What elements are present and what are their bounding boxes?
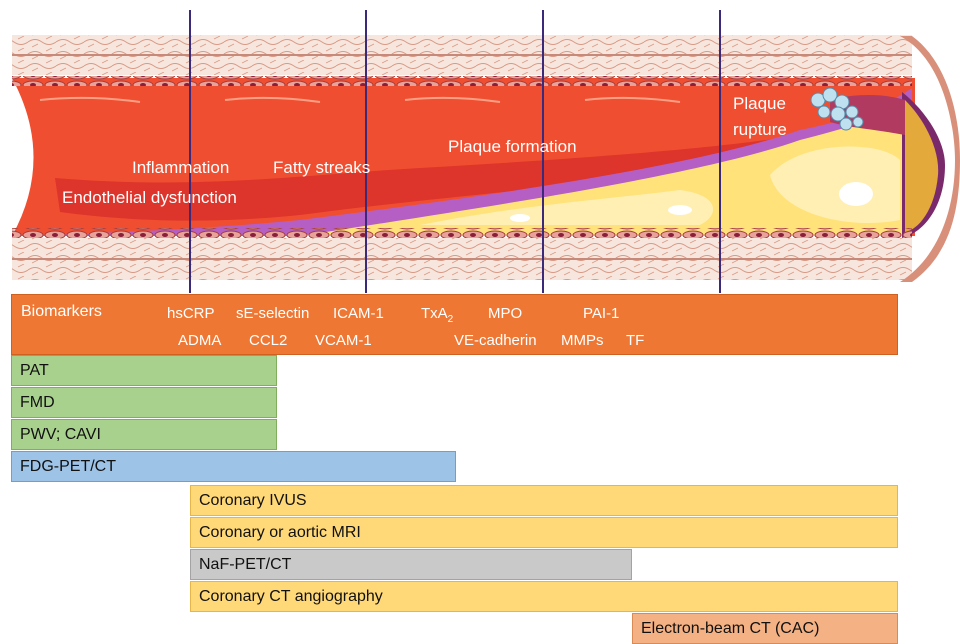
biomarkers-title: Biomarkers — [21, 303, 102, 320]
stage-dividers — [189, 10, 721, 293]
stage-label-plaque-formation: Plaque formation — [448, 137, 577, 156]
biomarker-tf: TF — [626, 332, 645, 349]
biomarker-adma: ADMA — [178, 332, 222, 349]
modality-fmd: FMD — [11, 387, 277, 418]
biomarker-txa2: TxA2 — [421, 305, 454, 325]
modality-ebct-cac: Electron-beam CT (CAC) — [632, 613, 898, 644]
modality-coronary-ivus: Coronary IVUS — [190, 485, 898, 516]
biomarker-ve-cadherin: VE-cadherin — [454, 332, 537, 349]
plaque-core — [300, 110, 905, 236]
modality-coronary-cta: Coronary CT angiography — [190, 581, 898, 612]
biomarker-mmps: MMPs — [561, 332, 604, 349]
modality-fdg-pet-ct: FDG-PET/CT — [11, 451, 456, 482]
modality-pwv-cavi: PWV; CAVI — [11, 419, 277, 450]
biomarker-icam: ICAM-1 — [333, 305, 384, 322]
biomarker-mpo: MPO — [488, 305, 523, 322]
modality-mri: Coronary or aortic MRI — [190, 517, 898, 548]
stage-label-inflammation: Inflammation — [132, 158, 230, 177]
biomarkers-bar: Biomarkers hsCRP sE-selectin ICAM-1 TxA2… — [11, 294, 898, 355]
biomarker-ccl2: CCL2 — [249, 332, 288, 349]
modality-naf-pet-ct: NaF-PET/CT — [190, 549, 632, 580]
stage-label-endothelial-dysfunction: Endothelial dysfunction — [62, 188, 237, 207]
biomarker-vcam: VCAM-1 — [315, 332, 372, 349]
vessel-cross-section — [900, 36, 960, 282]
modality-pat: PAT — [11, 355, 277, 386]
biomarker-pai: PAI-1 — [583, 305, 620, 322]
biomarker-se-selectin: sE-selectin — [236, 305, 310, 322]
stage-label-plaque-rupture-1: Plaque — [733, 94, 786, 113]
biomarker-hscrp: hsCRP — [167, 305, 215, 322]
stage-label-plaque-rupture-2: rupture — [733, 120, 787, 139]
stage-label-fatty-streaks: Fatty streaks — [273, 158, 371, 177]
thrombus-icon — [810, 87, 864, 131]
artery-illustration — [12, 10, 960, 293]
